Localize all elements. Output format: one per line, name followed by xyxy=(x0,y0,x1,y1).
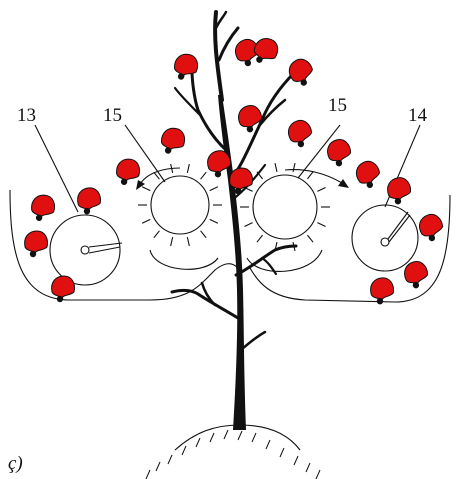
fruit xyxy=(30,194,55,222)
grass-stroke xyxy=(294,456,298,465)
grass-stroke xyxy=(156,462,160,471)
drum-spike xyxy=(201,231,207,238)
drum-spike xyxy=(187,237,189,246)
fruit xyxy=(115,158,140,186)
drum-spike xyxy=(187,164,189,173)
drum-spike xyxy=(317,223,325,227)
label-reel-left: 13 xyxy=(17,105,36,126)
drum-spike xyxy=(244,223,252,227)
drum-left xyxy=(138,164,222,246)
drum-spike xyxy=(210,187,218,191)
fruit xyxy=(159,126,186,156)
label-drum-left: 15 xyxy=(103,105,122,126)
drum-right xyxy=(240,163,330,251)
fruit xyxy=(370,277,395,305)
drum-spike xyxy=(201,172,207,179)
fruit xyxy=(236,103,265,134)
grass-stroke xyxy=(168,455,172,464)
fruit xyxy=(285,55,318,89)
grass-stroke xyxy=(146,470,150,479)
grass-stroke xyxy=(238,431,242,440)
drum-spike xyxy=(307,235,313,242)
ground-hatching xyxy=(146,430,320,479)
drum-spike xyxy=(210,219,218,223)
fruit xyxy=(416,211,446,243)
drum-spike xyxy=(154,231,160,238)
label-drum-right: 15 xyxy=(328,95,347,116)
grass-stroke xyxy=(224,430,228,439)
drum-spike xyxy=(257,235,263,242)
figure-caption: ç) xyxy=(8,453,23,474)
grass-stroke xyxy=(252,433,256,442)
reel-right xyxy=(352,205,418,271)
grass-stroke xyxy=(266,440,270,449)
grass-stroke xyxy=(306,463,310,472)
reel-left xyxy=(50,215,122,285)
fruit xyxy=(285,117,315,149)
drum-spike xyxy=(275,163,277,172)
grass-stroke xyxy=(196,438,200,447)
fruit xyxy=(250,35,280,67)
fruit xyxy=(77,187,102,215)
fruit xyxy=(172,52,199,82)
grass-stroke xyxy=(280,448,284,457)
drum-spike xyxy=(307,172,313,179)
grass-stroke xyxy=(210,433,214,442)
fruit xyxy=(325,137,354,168)
drum-spike xyxy=(293,163,295,172)
grass-stroke xyxy=(182,446,186,455)
drum-spike xyxy=(317,187,325,191)
drum-spike xyxy=(142,219,150,223)
drum-spike xyxy=(142,187,150,191)
drum-spike xyxy=(171,237,173,246)
label-reel-right: 14 xyxy=(408,105,428,126)
fruit xyxy=(353,158,385,191)
fruit xyxy=(386,176,413,206)
fruit xyxy=(25,231,48,257)
grass-stroke xyxy=(316,470,320,479)
